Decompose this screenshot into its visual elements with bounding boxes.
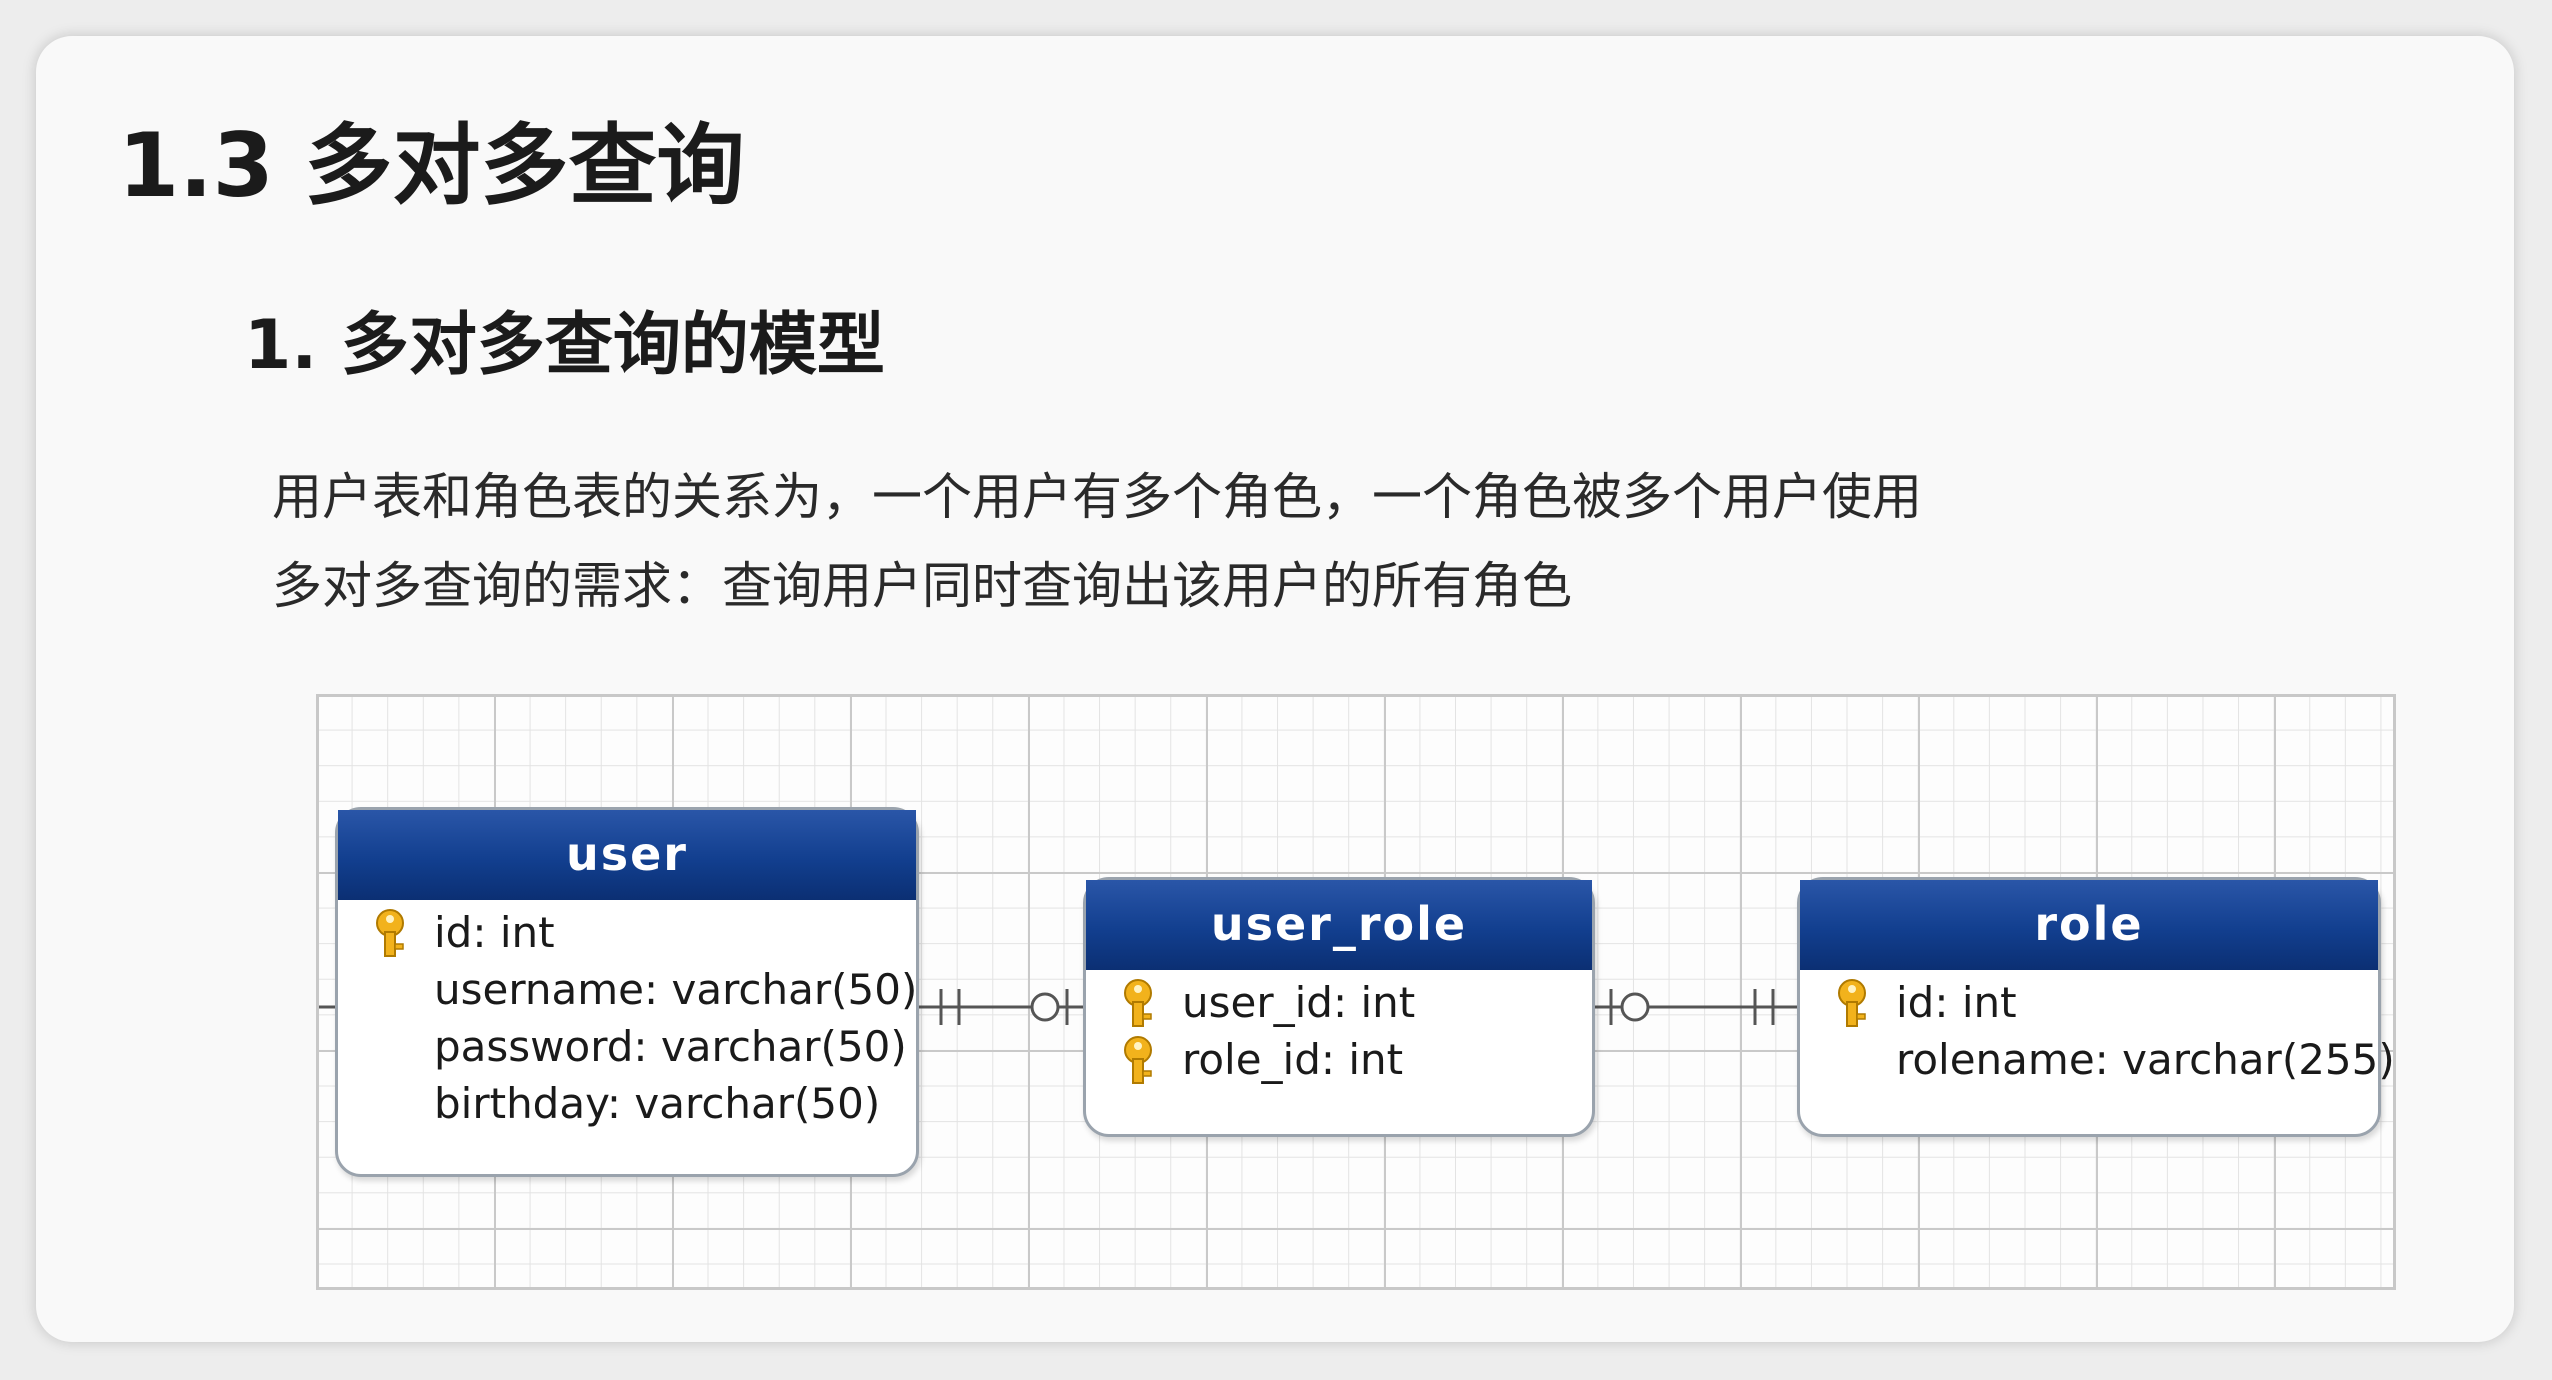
field-label: id: int xyxy=(1896,978,2017,1027)
field-label: role_id: int xyxy=(1182,1035,1404,1084)
relationship-lines xyxy=(319,989,1797,1025)
description-paragraph-2: 多对多查询的需求：查询用户同时查询出该用户的所有角色 xyxy=(272,557,1572,615)
field-row: id: int xyxy=(1800,974,2378,1031)
er-diagram: user id: int username: varchar(50) passw… xyxy=(316,694,2396,1290)
entity-user[interactable]: user id: int username: varchar(50) passw… xyxy=(335,807,919,1177)
field-label: rolename: varchar(255) xyxy=(1896,1035,2395,1084)
field-row: id: int xyxy=(338,904,916,961)
field-label: user_id: int xyxy=(1182,978,1416,1027)
entity-title: user xyxy=(338,810,916,900)
field-label: birthday: varchar(50) xyxy=(434,1079,881,1128)
section-title: 1.3 多对多查询 xyxy=(118,114,745,217)
field-label: username: varchar(50) xyxy=(434,965,918,1014)
entity-title: role xyxy=(1800,880,2378,970)
primary-key-icon xyxy=(1838,979,1866,1027)
entity-role[interactable]: role id: int rolename: varchar(255) xyxy=(1797,877,2395,1137)
field-row: password: varchar(50) xyxy=(338,1018,916,1075)
field-row: user_id: int xyxy=(1086,974,1592,1031)
primary-key-icon xyxy=(1124,979,1152,1027)
primary-key-icon xyxy=(1124,1036,1152,1084)
field-row: birthday: varchar(50) xyxy=(338,1075,916,1132)
entity-user-role[interactable]: user_role user_id: int xyxy=(1083,877,1595,1137)
subsection-title: 1. 多对多查询的模型 xyxy=(244,306,885,385)
field-label: id: int xyxy=(434,908,555,957)
entity-title: user_role xyxy=(1086,880,1592,970)
primary-key-icon xyxy=(376,909,404,957)
field-row: username: varchar(50) xyxy=(338,961,918,1018)
relationship-user-user-role xyxy=(919,989,1083,1025)
description-paragraph-1: 用户表和角色表的关系为，一个用户有多个角色，一个角色被多个用户使用 xyxy=(272,468,1922,526)
field-label: password: varchar(50) xyxy=(434,1022,907,1071)
relationship-user-role-role xyxy=(1595,989,1797,1025)
field-row: rolename: varchar(255) xyxy=(1800,1031,2395,1088)
field-row: role_id: int xyxy=(1086,1031,1592,1088)
slide-card: 1.3 多对多查询 1. 多对多查询的模型 用户表和角色表的关系为，一个用户有多… xyxy=(36,36,2514,1342)
